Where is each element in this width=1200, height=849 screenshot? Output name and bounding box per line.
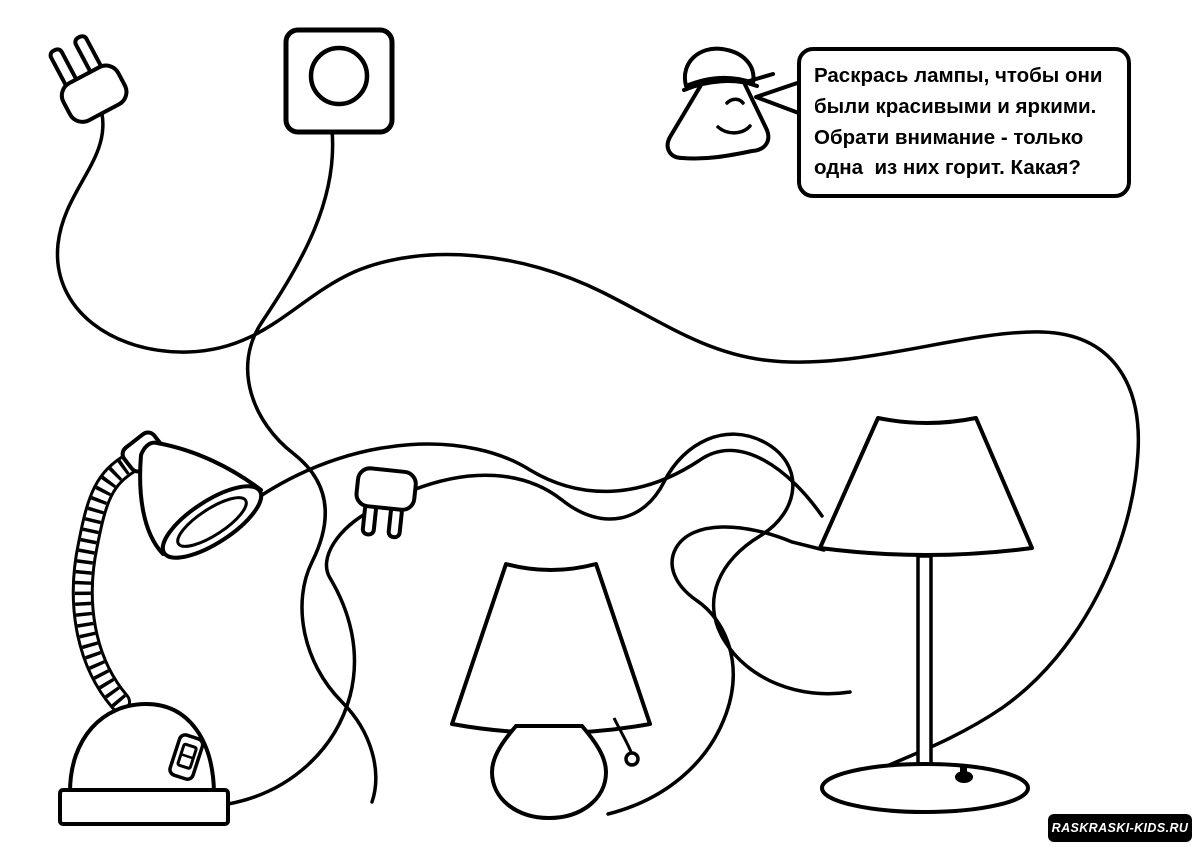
desk-lamp-arm-ribs: [74, 455, 137, 708]
table-lamp-chain-ring: [624, 751, 640, 767]
watermark-text: RASKRASKI-KIDS.RU: [1051, 821, 1189, 835]
character-eye: [725, 97, 745, 105]
desk-lamp-shade-rim: [160, 484, 264, 560]
wall-socket: [283, 27, 395, 135]
switch-knob: [955, 771, 973, 783]
speech-bubble: Раскрась лампы, чтобы они были красивыми…: [797, 47, 1131, 198]
floor-lamp-base: [820, 762, 1030, 814]
desk-lamp-shade: [138, 440, 263, 556]
character-cap-visor: [682, 72, 775, 92]
power-plug-top-left: [48, 34, 129, 124]
watermark-badge: RASKRASKI-KIDS.RU: [1048, 814, 1192, 842]
table-lamp: [450, 562, 652, 821]
floor-lamp: [818, 416, 1034, 814]
desk-lamp-switch: [168, 733, 205, 781]
desk-lamp-stand: [58, 788, 230, 826]
character-smile: [716, 124, 752, 135]
speech-line-4: одна из них горит. Какая?: [814, 156, 1081, 180]
wire-desk-lamp-cord: [226, 508, 374, 806]
table-lamp-chain: [612, 717, 633, 753]
wire-middle-plug-loop: [411, 432, 852, 696]
tangled-wires: [55, 112, 1141, 816]
floor-lamp-switch: [955, 765, 973, 783]
plug-body: [59, 63, 129, 124]
speech-line-2: были красивыми и яркими.: [814, 94, 1097, 118]
desk-lamp-bulb: [176, 496, 248, 548]
desk-lamp: [58, 430, 264, 826]
character-cap: [682, 46, 756, 88]
small-plug-middle: [354, 466, 418, 540]
table-lamp-shade: [450, 562, 652, 735]
floor-lamp-pole: [916, 554, 933, 778]
table-lamp-base: [489, 724, 609, 821]
socket-hole: [308, 45, 370, 107]
character-body: [665, 59, 771, 161]
speech-line-3: Обрати внимание - только: [814, 125, 1084, 149]
wire-crossing-center: [260, 442, 824, 518]
pencil-character: [665, 46, 814, 161]
wire-table-lamp-cord: [606, 525, 826, 816]
plug-body: [354, 466, 418, 512]
speech-line-1: Раскрась лампы, чтобы они: [814, 64, 1103, 87]
floor-lamp-shade: [818, 416, 1034, 557]
wire-plug-to-floor-lamp: [55, 112, 1141, 774]
switch-line: [180, 753, 194, 760]
wire-socket-down: [245, 128, 378, 804]
